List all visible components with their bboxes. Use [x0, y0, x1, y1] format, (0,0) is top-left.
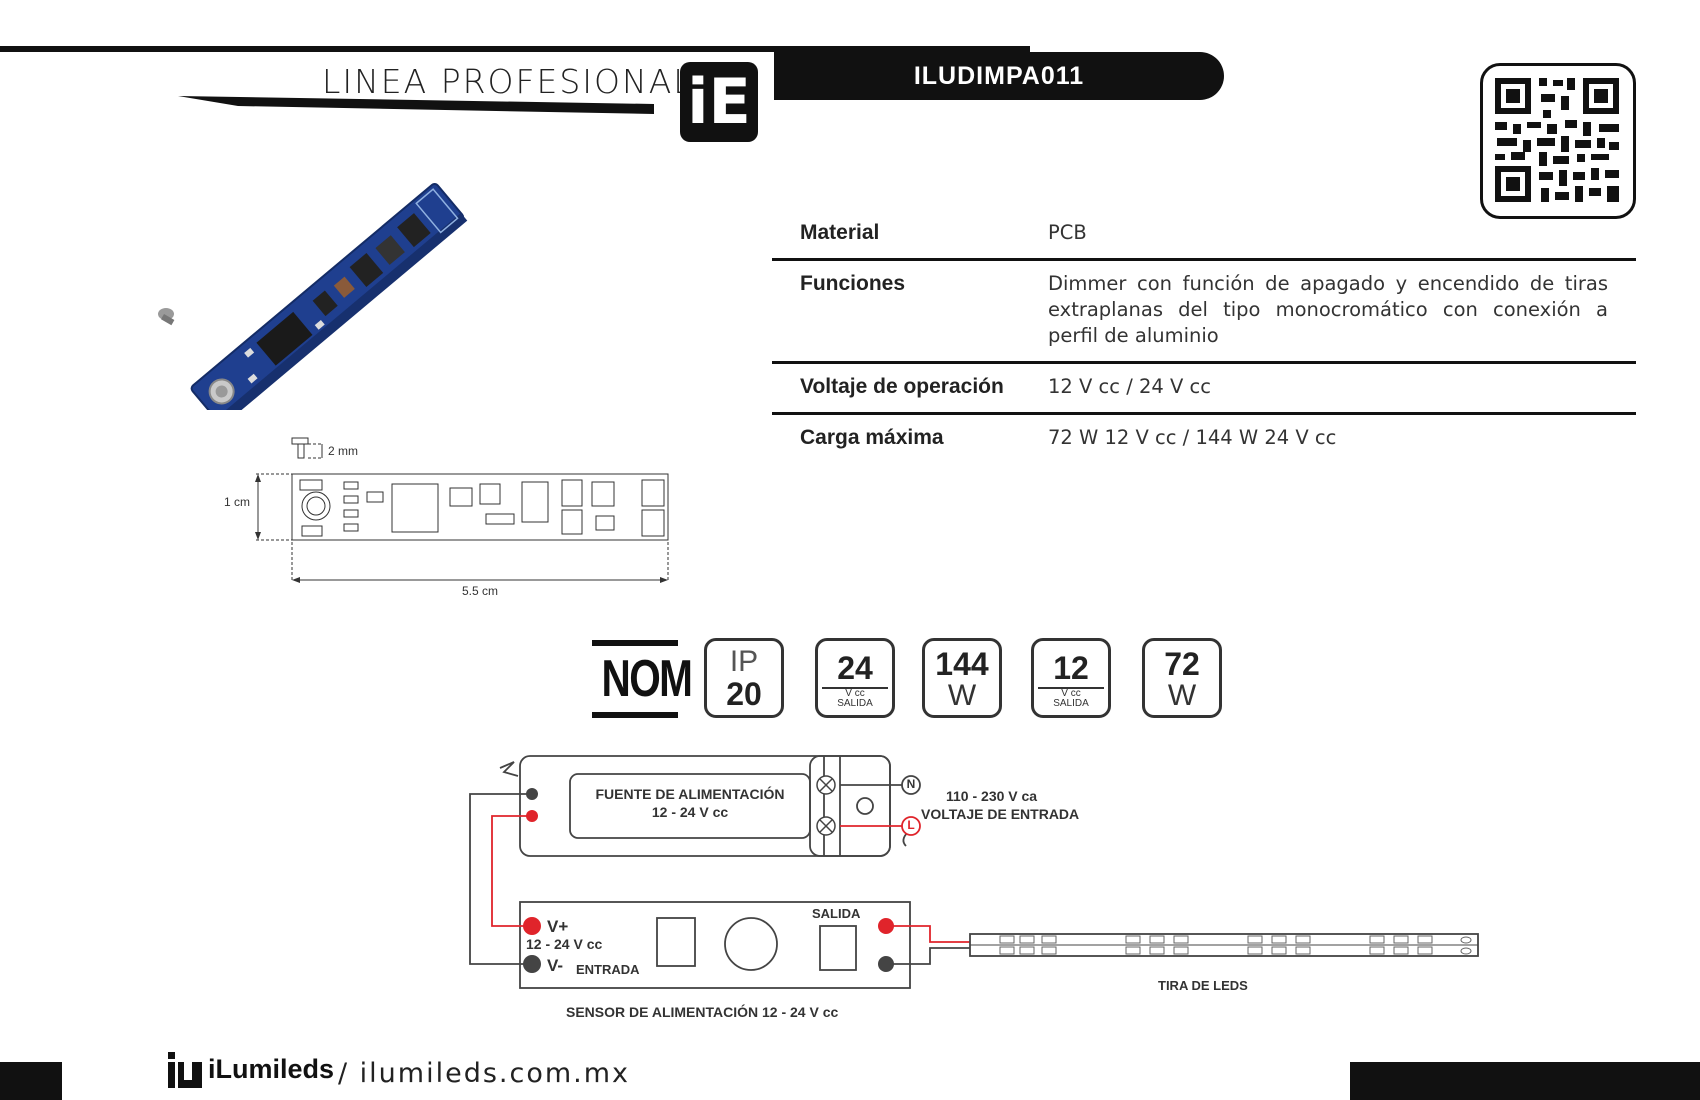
sensor-title: SENSOR DE ALIMENTACIÓN 12 - 24 V cc: [566, 1004, 839, 1020]
badge-sub: SALIDA: [837, 698, 873, 709]
badge-unit: W: [1167, 679, 1197, 712]
spec-value: PCB: [1048, 221, 1087, 244]
badge-sub: SALIDA: [1053, 698, 1089, 709]
spec-label: Carga máxima: [800, 426, 944, 449]
product-photo: [158, 182, 468, 410]
linea-profesional-title: LINEA PROFESIONAL: [322, 62, 694, 101]
spec-row-carga: Carga máxima 72 W 12 V cc / 144 W 24 V c…: [772, 415, 1636, 463]
sensor-voltage-label: 12 - 24 V cc: [526, 936, 603, 952]
led-strip-label: TIRA DE LEDS: [1158, 978, 1248, 993]
spec-label: Voltaje de operación: [800, 375, 1004, 398]
output-12v-badge: 12 V cc SALIDA: [1031, 638, 1111, 718]
nom-label: NOM: [601, 650, 693, 708]
ip-label: IP: [729, 645, 759, 678]
power-supply-title: FUENTE DE ALIMENTACIÓN: [595, 786, 785, 802]
width-dimension-label: 5.5 cm: [462, 584, 499, 598]
spec-row-material: Material PCB: [772, 210, 1636, 261]
spec-label: Funciones: [800, 272, 906, 295]
screw-dimension-label: 2 mm: [328, 444, 358, 458]
spec-row-funciones: Funciones Dimmer con función de apagado …: [772, 261, 1636, 364]
spec-value: Dimmer con función de apagado y encendid…: [1048, 272, 1608, 347]
input-voltage-label: VOLTAJE DE ENTRADA: [921, 806, 1080, 822]
wiring-diagram: [469, 755, 1479, 989]
product-code: ILUDIMPA011: [913, 62, 1085, 90]
power-supply-voltage: 12 - 24 V cc: [651, 804, 729, 820]
vplus-label: V+: [547, 917, 569, 936]
ilumileds-logo-icon: [168, 1052, 202, 1088]
ie-logo-text: iE: [687, 65, 751, 138]
footer-brand: iLumileds: [208, 1054, 335, 1084]
badge-unit: W: [947, 679, 977, 712]
spec-label: Material: [800, 221, 880, 244]
power-144w-badge: 144 W: [922, 638, 1002, 718]
screw-icon: [158, 308, 175, 326]
badge-value: 144: [935, 646, 989, 682]
spec-row-voltaje: Voltaje de operación 12 V cc / 24 V cc: [772, 364, 1636, 415]
input-voltage: 110 - 230 V ca: [946, 788, 1038, 804]
badge-value: 12: [1053, 650, 1089, 686]
footer-right-bar: [1350, 1062, 1700, 1100]
ip20-badge: IP 20: [704, 638, 784, 718]
header-wedge-decoration: [178, 96, 654, 114]
spec-value: 72 W 12 V cc / 144 W 24 V cc: [1048, 426, 1337, 449]
entrada-label: ENTRADA: [576, 962, 640, 977]
badge-value: 72: [1164, 646, 1200, 682]
vminus-label: V-: [547, 956, 564, 975]
qr-code[interactable]: [1480, 63, 1636, 219]
power-72w-badge: 72 W: [1142, 638, 1222, 718]
spec-value: 12 V cc / 24 V cc: [1048, 375, 1211, 398]
footer-left-bar: [0, 1062, 62, 1100]
product-code-bar: [774, 52, 1224, 100]
line-terminal-label: L: [907, 818, 915, 832]
badge-value: 24: [837, 650, 873, 686]
neutral-terminal-label: N: [906, 777, 916, 791]
height-dimension-label: 1 cm: [224, 495, 251, 509]
dimension-drawing: [255, 437, 669, 583]
footer-url-link[interactable]: / ilumileds.com.mx: [338, 1058, 631, 1089]
ip-value: 20: [726, 676, 762, 712]
output-24v-badge: 24 V cc SALIDA: [815, 638, 895, 718]
badge-unit: V cc: [845, 688, 865, 699]
header-top-rule: [0, 46, 1030, 52]
nom-certification-badge: NOM: [592, 640, 693, 720]
qr-pattern: [1495, 78, 1619, 202]
spec-table: Material PCB Funciones Dimmer con funció…: [772, 210, 1636, 463]
salida-label: SALIDA: [812, 906, 861, 921]
badge-unit: V cc: [1061, 688, 1081, 699]
ie-logo: iE: [680, 62, 758, 142]
